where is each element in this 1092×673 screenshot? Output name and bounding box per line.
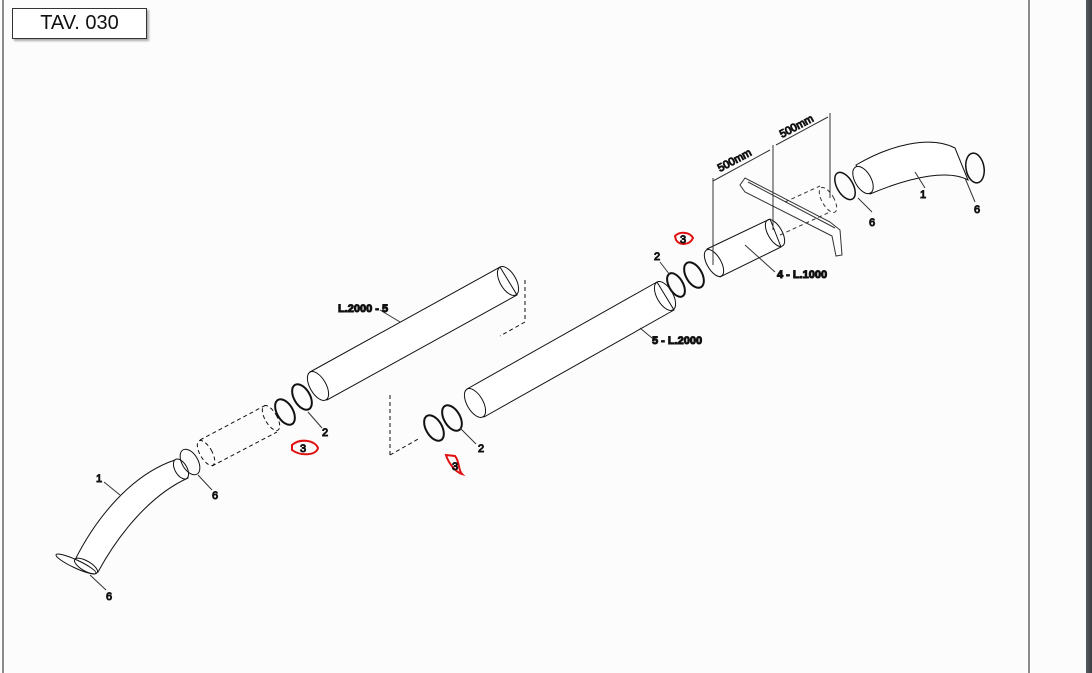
label-part-6-left-bottom: 6 [106, 591, 112, 603]
seal-2-left [291, 383, 313, 411]
label-part-6-right-a: 6 [869, 217, 875, 229]
label-pipe-left-long: L.2000 - 5 [338, 303, 388, 315]
clamp-6-left-top [179, 448, 201, 476]
page-border-right [1028, 0, 1030, 673]
clamp-3-right [683, 261, 705, 289]
clamp-6-left-bottom [55, 553, 97, 575]
label-part-3-left: 3 [300, 443, 306, 455]
viewer-scroll-edge[interactable] [1086, 0, 1092, 673]
seal-2-middle [441, 404, 463, 432]
label-part-1-left: 1 [96, 473, 102, 485]
label-part-1-right: 1 [920, 189, 926, 201]
pipe-5-left [306, 266, 520, 401]
elbow-left [73, 458, 190, 575]
elbow-right [852, 141, 969, 195]
red-circle-annotations [291, 231, 695, 477]
clamp-6-right-bottom [834, 171, 856, 201]
label-pipe-right-long: 5 - L.2000 [652, 335, 702, 347]
clamp-3-middle [423, 414, 445, 442]
pipe-5-right [463, 281, 677, 418]
label-dim-1: 500mm [716, 147, 754, 175]
clamp-6-right-top [965, 152, 985, 184]
label-part-6-right-b: 6 [974, 204, 980, 216]
dashed-sleeve-left [196, 404, 281, 467]
dashed-guide-left [389, 280, 526, 456]
clamp-3-left [274, 398, 296, 426]
pipe-4 [703, 218, 786, 278]
drawing-title: TAV. 030 [12, 8, 147, 39]
dimension-lines [712, 113, 831, 265]
label-part-3-middle: 3 [452, 461, 458, 473]
page-border-left [2, 0, 4, 673]
label-part-2-left: 2 [322, 427, 328, 439]
label-part-2-middle: 2 [478, 443, 484, 455]
support-bracket [739, 177, 843, 257]
label-part-2-right: 2 [654, 251, 660, 263]
label-part-3-right: 3 [680, 234, 686, 246]
leader-lines [89, 171, 976, 591]
label-part-6-left-top: 6 [212, 490, 218, 502]
label-pipe-short: 4 - L.1000 [777, 269, 827, 281]
